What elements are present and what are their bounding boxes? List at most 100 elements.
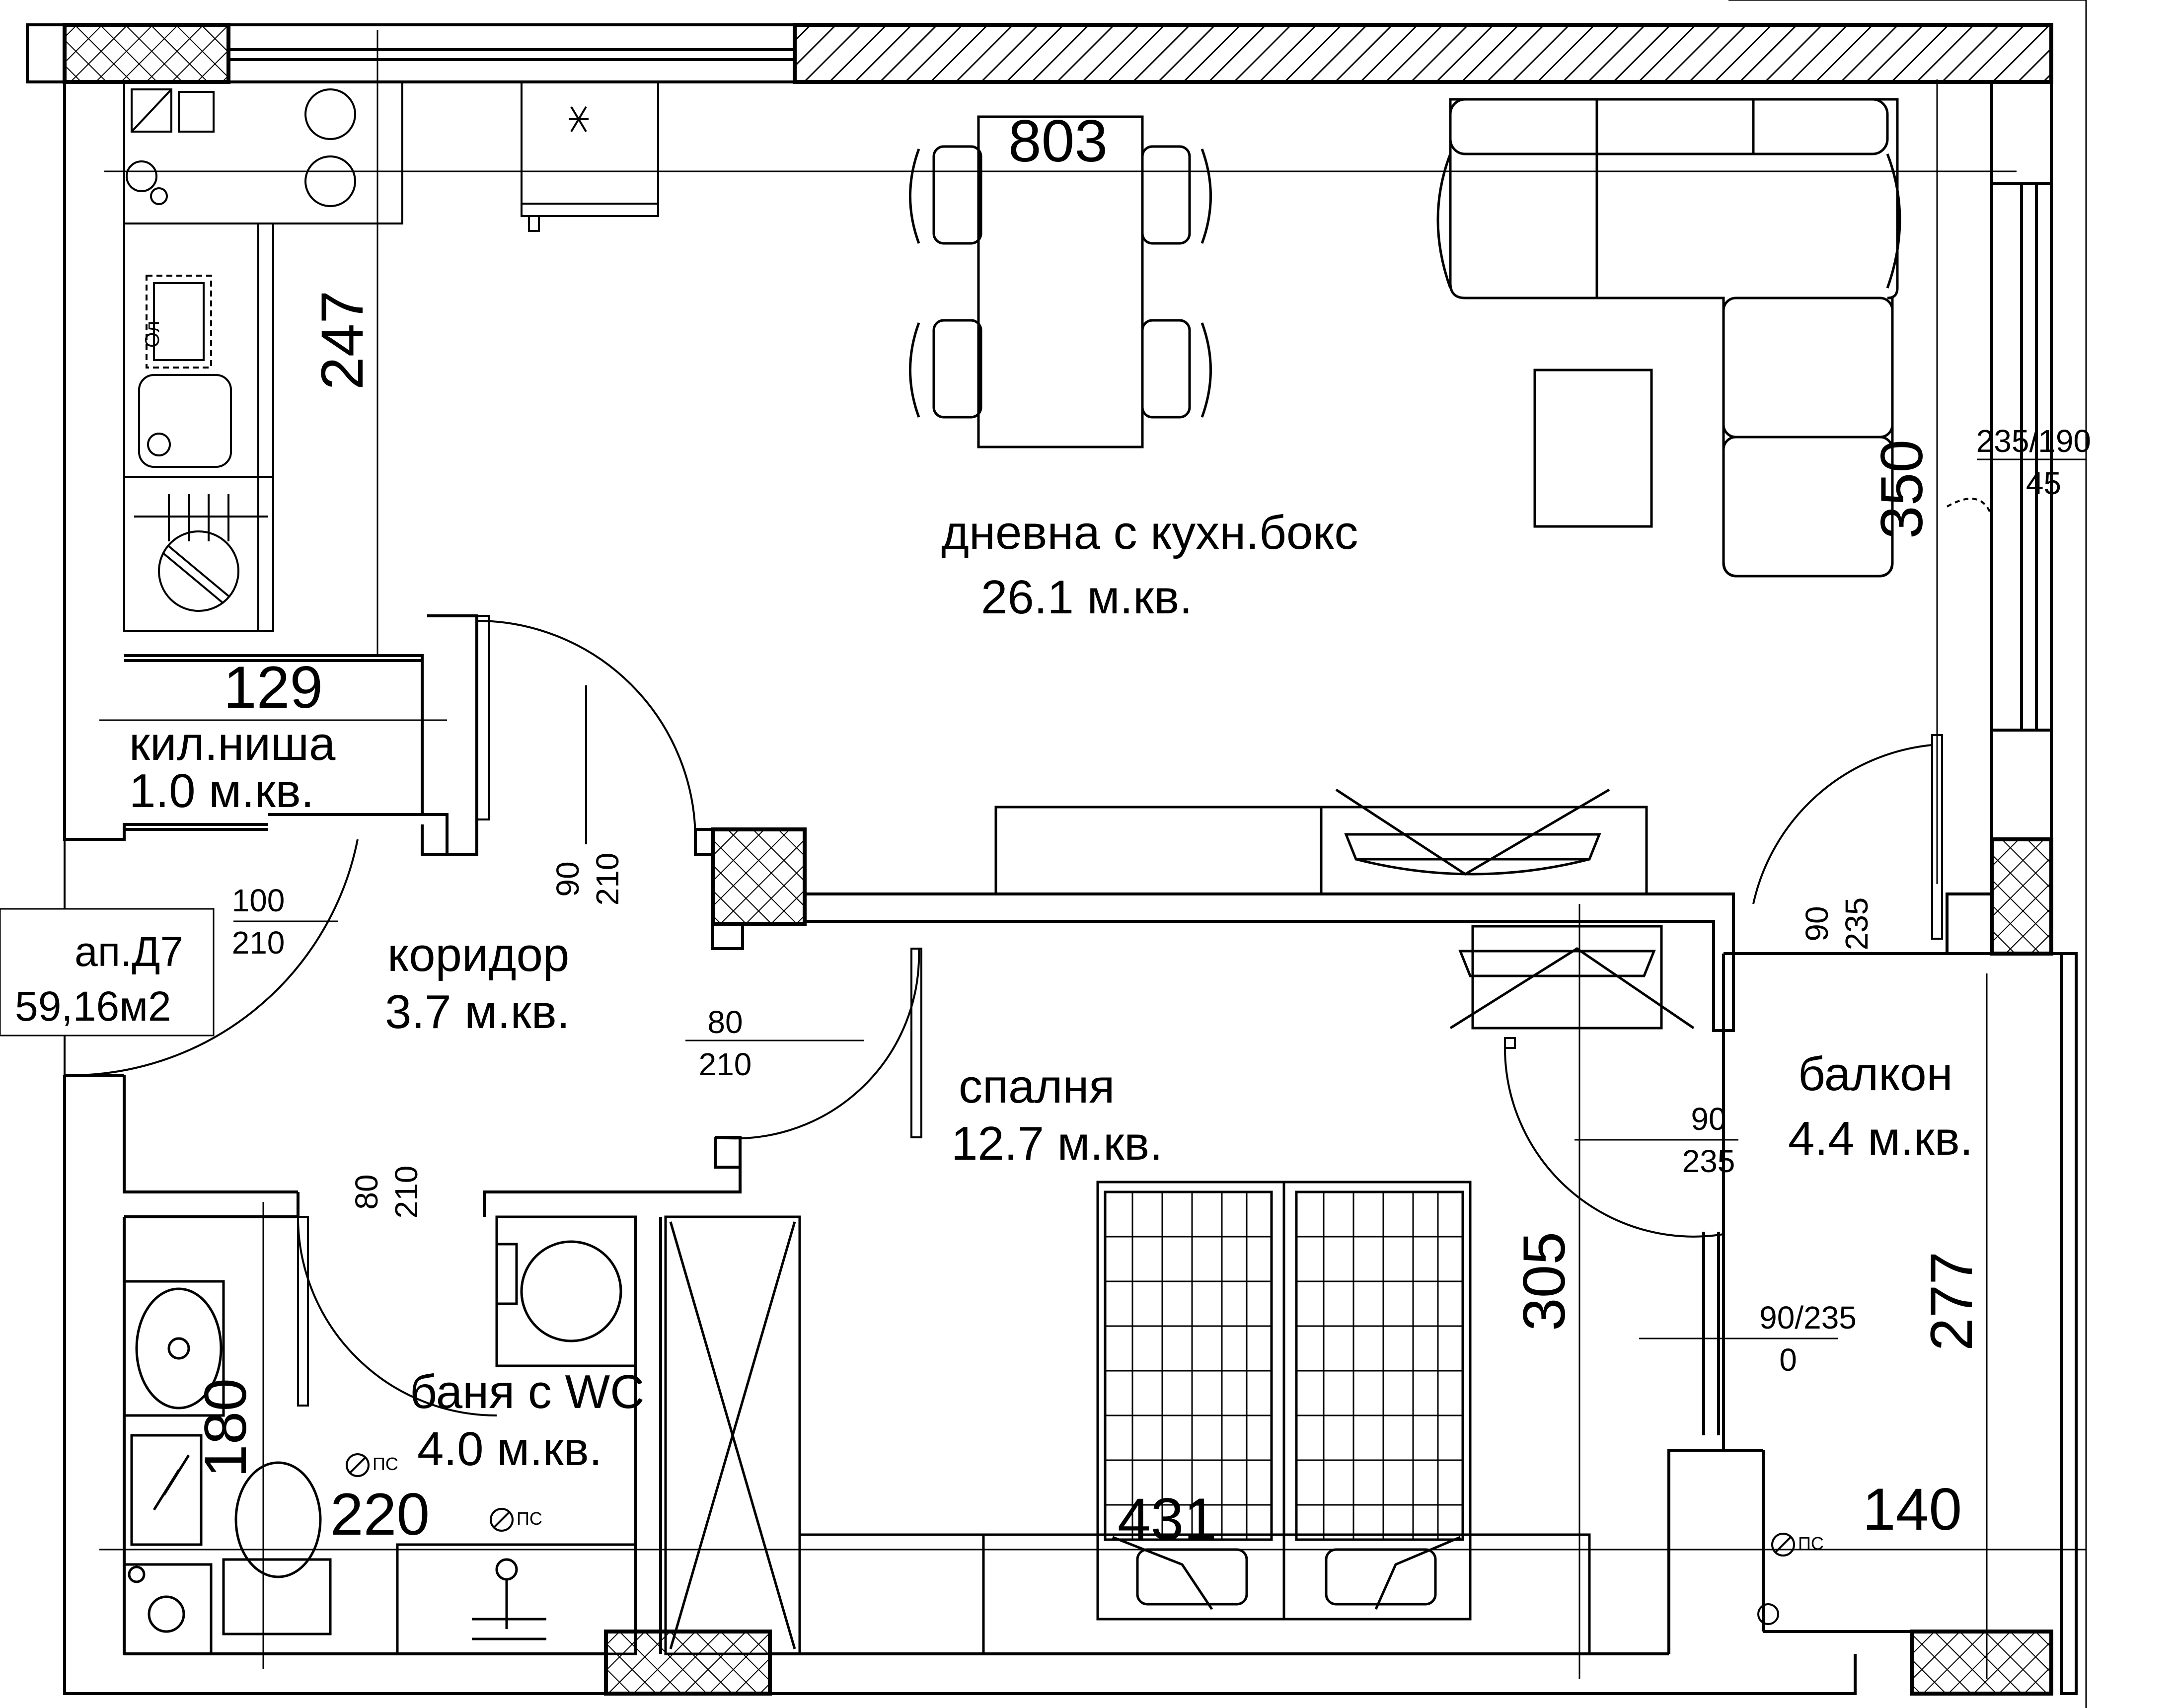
bath-door-swing [297, 1216, 497, 1416]
oven [146, 275, 212, 369]
bedroom-door-dim-top: 80 [707, 1004, 743, 1040]
refrigerator [521, 81, 659, 217]
wardrobe [664, 1215, 801, 1655]
living-door-dim-top: 90 [550, 861, 586, 896]
mattress [1295, 1190, 1464, 1541]
living-bedroom-partition [805, 892, 1735, 1032]
bedroom-east-wall [1667, 1031, 1725, 1654]
chair [1141, 319, 1191, 419]
dim-bath-depth: 180 [192, 1378, 259, 1478]
dim-living-width: 803 [1008, 108, 1108, 174]
room-area-bedroom: 12.7 м.кв. [951, 1117, 1163, 1170]
apartment-badge: ап.Д7 59,16м2 [0, 908, 215, 1037]
floor-drain [123, 1563, 213, 1655]
bedroom-door-swing [715, 948, 920, 1140]
north-wall-window-frame [227, 23, 796, 83]
washbasin [135, 1287, 223, 1410]
corner-sofa [1436, 98, 1901, 578]
bedroom-furniture [664, 1181, 1591, 1655]
low-cabinet [798, 1533, 1591, 1655]
living-door-dim-bottom: 210 [590, 853, 625, 906]
entrance-door-swing [64, 839, 359, 1077]
shower-tray [396, 1543, 637, 1655]
dimension-lines [99, 30, 2086, 1679]
chair [1141, 145, 1191, 245]
east-wall-upper [1990, 80, 2053, 185]
bedroom-window-dim-bottom: 0 [1779, 1342, 1797, 1378]
bedroom-balcony-door-dim-top: 90 [1691, 1101, 1726, 1137]
balcony-railing [2060, 952, 2078, 1695]
dining-set [909, 115, 1212, 448]
bedroom-balcony-door-swing [1503, 1045, 1724, 1238]
dim-bath-width: 220 [330, 1481, 430, 1548]
dim-balcony-depth: 277 [1918, 1252, 1985, 1351]
dim-kitchen-depth: 247 [309, 291, 375, 390]
apartment-id: ап.Д7 [75, 928, 183, 975]
room-name-bath: баня с WC [410, 1365, 644, 1418]
north-wall-left-end [26, 23, 66, 83]
walls [26, 0, 2087, 1708]
north-wall-left-column [63, 23, 230, 84]
toilet-bowl [234, 1461, 322, 1578]
east-wall-lower [1990, 729, 2053, 841]
chair [932, 145, 982, 245]
washbasin-counter [123, 1280, 225, 1417]
boiler [130, 1434, 203, 1546]
south-column-left [604, 1630, 772, 1696]
dim-niche-width: 129 [224, 654, 323, 721]
chair [932, 319, 982, 419]
east-column-side [1946, 892, 1993, 955]
west-wall-upper [63, 82, 268, 841]
entrance-door-dim-bottom: 210 [232, 925, 285, 961]
dim-balcony-width: 140 [1863, 1476, 1962, 1543]
bedroom-balcony-door-dim-bottom: 235 [1682, 1143, 1735, 1179]
dim-living-depth: 350 [1869, 440, 1935, 539]
mattress [1104, 1190, 1273, 1541]
oven-label: Ол [142, 321, 163, 348]
room-name-niche: кил.ниша [129, 717, 336, 770]
living-window-dim-bottom: 45 [2026, 465, 2061, 501]
riser-markers [346, 1453, 1795, 1625]
riser-label: ПС [517, 1508, 542, 1529]
room-name-bedroom: спалня [959, 1060, 1115, 1113]
pillow [1136, 1548, 1248, 1606]
entrance-door-dim-top: 100 [232, 883, 285, 918]
room-area-balcony: 4.4 м.кв. [1788, 1112, 1973, 1165]
toilet-tank [222, 1558, 332, 1635]
pillow [1325, 1548, 1437, 1606]
cooktop [123, 81, 403, 224]
dining-table [977, 115, 1144, 448]
bath-door-dim-bottom: 210 [388, 1166, 424, 1219]
closet-wall [483, 1136, 742, 1217]
bedroom-window-dim-top: 90/235 [1759, 1300, 1857, 1336]
bedroom-tv [1449, 925, 1695, 1030]
sink [138, 374, 232, 468]
balcony-door-swing [1752, 744, 1933, 904]
dishwasher [123, 476, 274, 632]
kitchen-counter [123, 81, 659, 632]
bathroom-fixtures [123, 1215, 637, 1655]
living-door-swing [476, 620, 696, 840]
bedroom-door-dim-bottom: 210 [699, 1046, 752, 1082]
coffee-table [1533, 369, 1653, 528]
north-wall-hatched [793, 23, 2053, 84]
central-column [711, 827, 807, 926]
room-name-living: дневна с кухн.бокс [941, 506, 1358, 559]
balcony-door-dim-bottom: 235 [1839, 897, 1875, 951]
room-area-bath: 4.0 м.кв. [417, 1422, 602, 1476]
living-window-dim-top: 235/190 [1976, 423, 2091, 459]
room-area-corridor: 3.7 м.кв. [385, 985, 570, 1039]
west-wall-lower [63, 1075, 1857, 1695]
riser-label: ПС [373, 1454, 398, 1474]
bed-grid [1105, 1192, 1463, 1540]
tv-unit [994, 788, 1648, 895]
balcony-door-dim-top: 90 [1799, 906, 1835, 941]
dim-bedroom-width: 431 [1118, 1486, 1217, 1553]
riser-label: ПС [1798, 1533, 1824, 1554]
room-name-balcony: балкон [1798, 1047, 1953, 1101]
dim-bedroom-depth: 305 [1511, 1232, 1577, 1331]
bath-door-dim-top: 80 [349, 1174, 384, 1209]
east-column [1990, 837, 2053, 956]
room-area-niche: 1.0 м.кв. [129, 764, 314, 817]
